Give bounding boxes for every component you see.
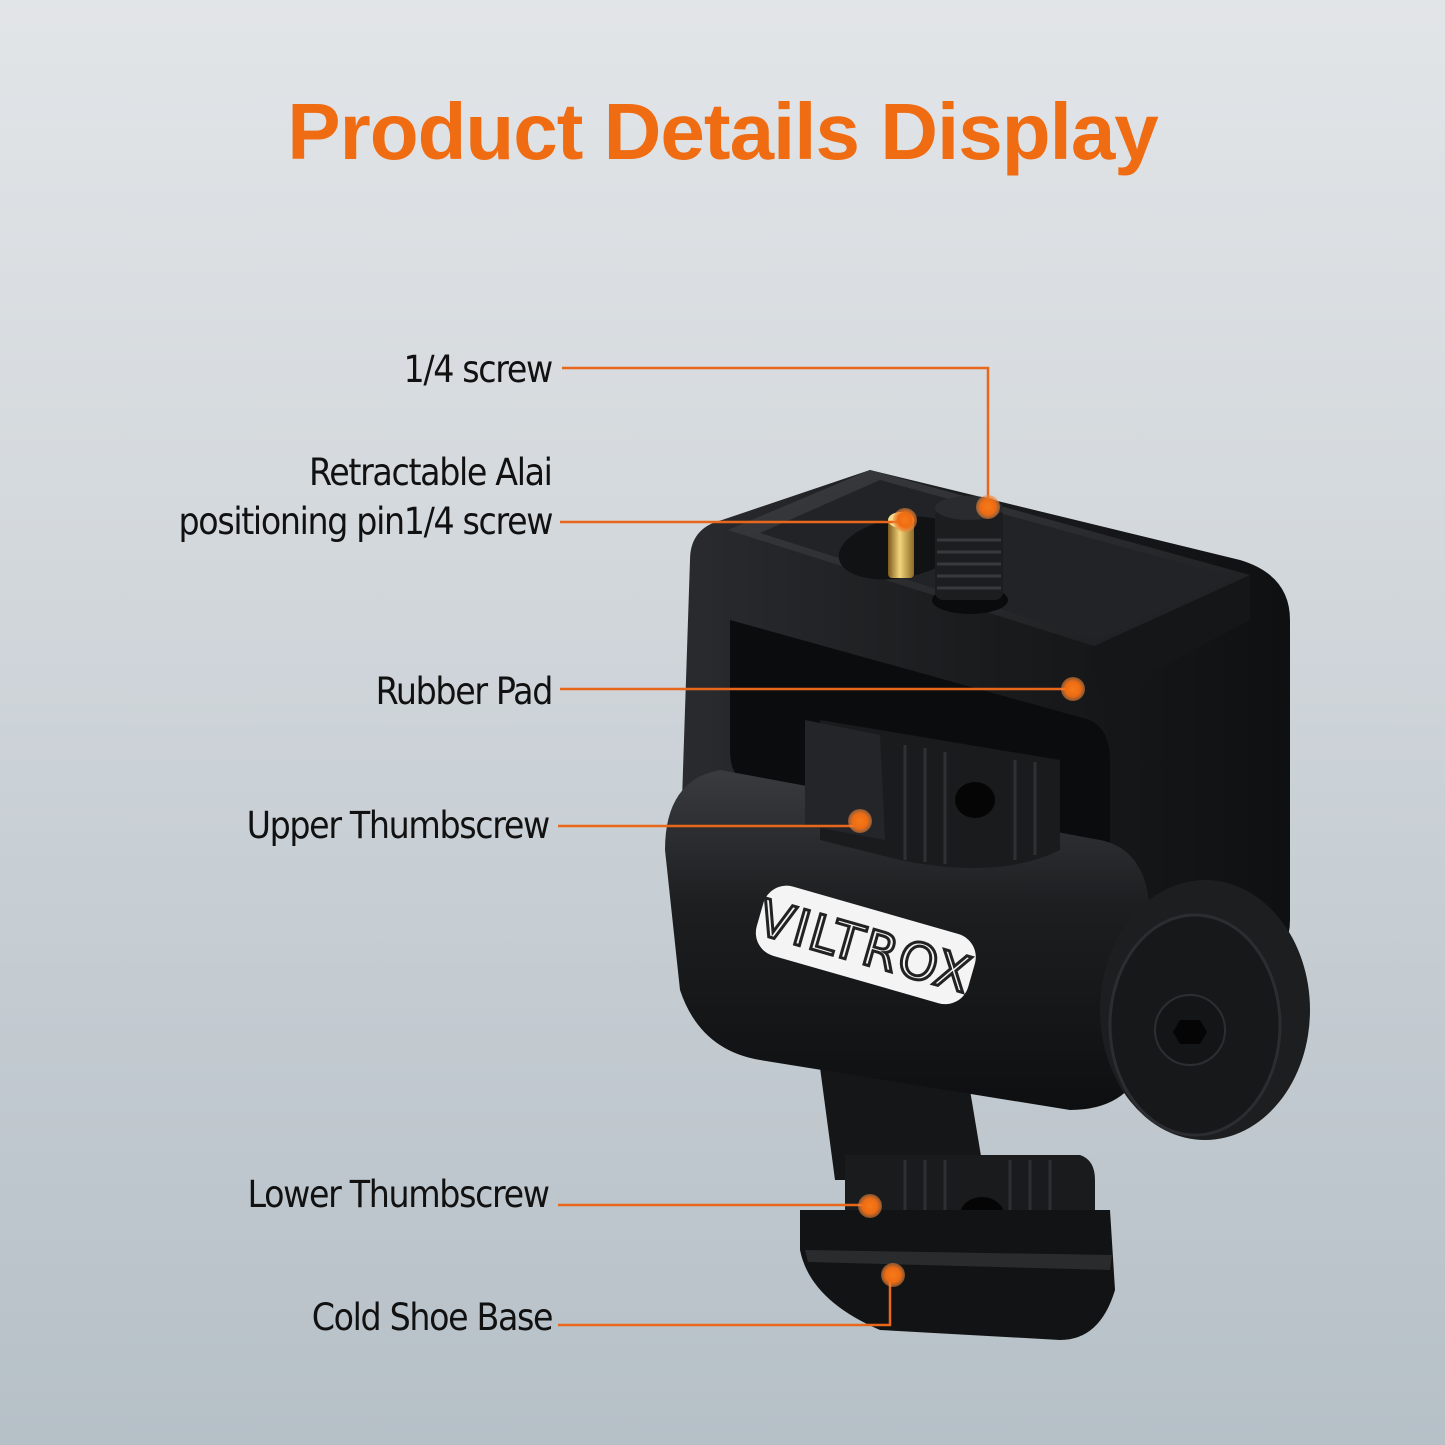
label-positioning-pin-line1: Retractable Alai — [309, 451, 553, 494]
label-positioning-pin-line2: positioning pin1/4 screw — [178, 500, 553, 543]
dot-cold-shoe-base — [881, 1263, 905, 1287]
dot-upper-thumbscrew — [848, 809, 872, 833]
label-rubber-pad: Rubber Pad — [375, 670, 554, 713]
dot-quarter-screw — [976, 495, 1000, 519]
dot-rubber-pad — [1061, 677, 1085, 701]
label-upper-thumbscrew: Upper Thumbscrew — [246, 804, 551, 847]
callout-dots — [848, 495, 1085, 1287]
camera-mount-body: VILTROX — [665, 470, 1310, 1340]
label-cold-shoe-base: Cold Shoe Base — [311, 1296, 554, 1339]
callout-lines — [558, 366, 1073, 1327]
dot-lower-thumbscrew — [858, 1194, 882, 1218]
dot-positioning-pin — [893, 508, 917, 532]
label-quarter-screw: 1/4 screw — [403, 348, 554, 391]
page-title: Product Details Display — [287, 87, 1159, 176]
label-lower-thumbscrew: Lower Thumbscrew — [247, 1173, 551, 1216]
